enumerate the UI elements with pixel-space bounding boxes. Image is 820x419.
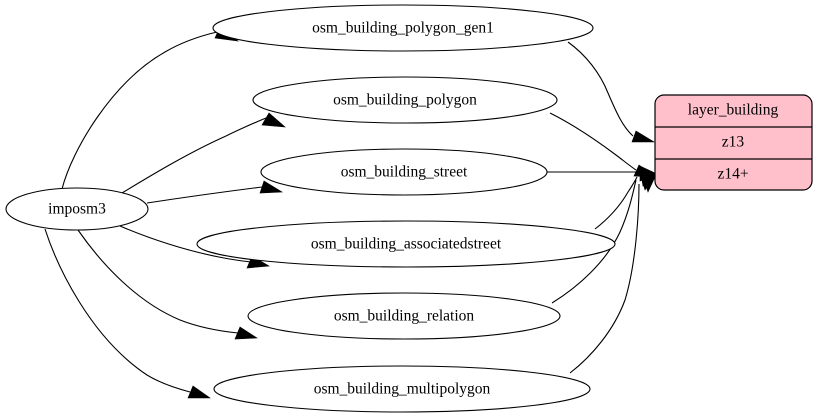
node-label: osm_building_relation: [334, 308, 475, 325]
node-osm_building_polygon_gen1[interactable]: osm_building_polygon_gen1: [212, 4, 594, 52]
node-shape[interactable]: [212, 4, 594, 52]
node-osm_building_street[interactable]: osm_building_street: [260, 148, 548, 196]
arrowhead-icon: [643, 176, 656, 193]
edge-path: [61, 31, 218, 190]
edge-path: [594, 176, 638, 230]
edge-path: [121, 117, 267, 194]
edge-imposm3-to-osm_building_relation: [77, 229, 258, 340]
node-imposm3[interactable]: imposm3: [5, 187, 149, 231]
edge-imposm3-to-osm_building_street: [146, 180, 283, 204]
edge-path: [44, 228, 191, 393]
node-osm_building_polygon[interactable]: osm_building_polygon: [252, 76, 558, 124]
arrowhead-icon: [261, 112, 286, 128]
edge-path: [146, 186, 263, 204]
record-row-layer-z14plus[interactable]: z14+: [717, 166, 748, 183]
edge-path: [567, 41, 634, 137]
record-row-layer-z13[interactable]: z13: [722, 134, 745, 151]
node-label: osm_building_associatedstreet: [311, 236, 502, 253]
edge-imposm3-to-osm_building_multipolygon: [44, 228, 211, 399]
node-label: imposm3: [48, 201, 106, 218]
arrowhead-icon: [234, 326, 258, 340]
node-shape[interactable]: [213, 365, 591, 413]
edge-path: [119, 225, 252, 263]
node-osm_building_associatedstreet[interactable]: osm_building_associatedstreet: [196, 220, 616, 268]
edge-osm_building_multipolygon-to-layer-z14plus: [569, 176, 656, 374]
edge-osm_building_polygon_gen1-to-layer-z13: [567, 41, 656, 143]
node-label: osm_building_multipolygon: [314, 381, 491, 398]
edge-path: [549, 112, 637, 171]
node-shape[interactable]: [260, 148, 548, 196]
node-shape[interactable]: [5, 187, 149, 231]
arrowhead-icon: [631, 130, 656, 143]
node-label: osm_building_polygon_gen1: [312, 20, 494, 37]
node-shape[interactable]: [252, 76, 558, 124]
node-shape[interactable]: [196, 220, 616, 268]
node-label: osm_building_street: [341, 164, 468, 181]
edge-imposm3-to-osm_building_polygon_gen1: [61, 26, 240, 190]
arrowhead-icon: [187, 385, 211, 399]
node-label: osm_building_polygon: [333, 92, 477, 109]
arrowhead-icon: [259, 180, 283, 194]
node-osm_building_multipolygon[interactable]: osm_building_multipolygon: [213, 365, 591, 413]
edge-path: [551, 179, 637, 304]
edge-osm_building_street-to-layer-z14plus: [547, 165, 658, 182]
node-osm_building_relation[interactable]: osm_building_relation: [247, 292, 561, 340]
node-layer_building[interactable]: layer_building z13 z14+: [654, 94, 813, 191]
edge-path: [569, 183, 640, 374]
record-shape[interactable]: [654, 94, 813, 191]
record-row-layer-title: layer_building: [688, 102, 779, 119]
edge-path: [77, 229, 239, 334]
edge-imposm3-to-osm_building_polygon: [121, 112, 286, 194]
node-shape[interactable]: [247, 292, 561, 340]
